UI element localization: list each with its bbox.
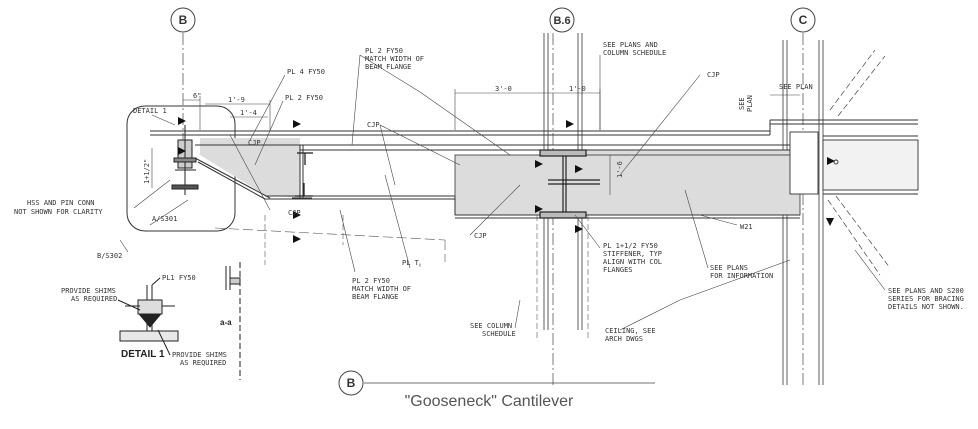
note-b-s302: B/S302 [97, 252, 122, 260]
figure-caption: "Gooseneck" Cantilever [404, 393, 574, 410]
main-girder-web [454, 154, 801, 216]
note-see-plans-info-2: FOR INFORMATION [710, 272, 773, 280]
note-bracing-1: SEE PLANS AND S200 [888, 287, 964, 295]
column-b6-stiffeners [539, 149, 600, 219]
gooseneck-sloped-flange [194, 144, 800, 219]
note-ceiling-1: CEILING, SEE [605, 327, 656, 335]
note-pl4: PL 4 FY50 [287, 68, 325, 76]
dim-1-1-2in: 1+1/2" [143, 159, 151, 184]
note-pl1: PL1 FY50 [162, 274, 196, 282]
grid-label-b6: B.6 [553, 15, 570, 27]
dimension-texts: 6" 1'-9 1'-4 3'-0 1'-0 1'-6 1+1/2" [143, 85, 624, 184]
detail-1-title: DETAIL 1 [121, 349, 165, 360]
note-pl2-match-2: MATCH WIDTH OF [365, 55, 424, 63]
note-see-plans-info-1: SEE PLANS [710, 264, 748, 272]
note-pl2-match-1: PL 2 FY50 [365, 47, 403, 55]
note-cjp-4: CJP [288, 209, 301, 217]
weld-symbols [178, 117, 835, 243]
note-cjp-2: CJP [367, 121, 380, 129]
note-shims-3: PROVIDE SHIMS [172, 351, 227, 359]
hss-pin-connection [171, 125, 199, 195]
note-see-col-sched-1: SEE COLUMN [470, 322, 512, 330]
note-see-plans-col-1: SEE PLANS AND [603, 41, 658, 49]
hidden-lines [264, 215, 589, 340]
note-cjp-5: CJP [474, 232, 487, 240]
dim-1ft-6: 1'-6 [616, 161, 624, 178]
dim-1ft-9: 1'-9 [228, 96, 245, 104]
note-pl-stiff-1: PL 1+1/2 FY50 [603, 242, 658, 250]
grid-bubble-b6: B.6 [549, 7, 575, 33]
grid-label-b-bottom: B [347, 376, 356, 390]
note-hss-pin-2: NOT SHOWN FOR CLARITY [14, 208, 103, 216]
note-bracing-3: DETAILS NOT SHOWN. [888, 303, 964, 311]
annotation-notes: DETAIL 1 HSS AND PIN CONN NOT SHOWN FOR … [14, 41, 964, 343]
section-a-a-label: a-a [220, 318, 232, 327]
dim-3ft-0: 3'-0 [495, 85, 512, 93]
note-pl-stiff-4: FLANGES [603, 266, 633, 274]
note-cjp-1: CJP [248, 139, 261, 147]
note-pl2-bot-1: PL 2 FY50 [352, 277, 390, 285]
note-see-col-sched-2: SCHEDULE [482, 330, 516, 338]
detail-1-drawing: PL1 FY50 PROVIDE SHIMS AS REQUIRED PROVI… [61, 274, 227, 367]
grid-bubble-b-bottom: B [338, 370, 655, 396]
note-pl-tp: PL Tᵨ [402, 259, 421, 267]
note-pl2-bot-3: BEAM FLANGE [352, 293, 398, 301]
column-c-connection [789, 131, 919, 195]
note-pl2-top: PL 2 FY50 [285, 94, 323, 102]
note-cjp-3: CJP [707, 71, 720, 79]
note-shims-2: AS REQUIRED [71, 295, 117, 303]
dim-6in: 6" [193, 92, 201, 100]
note-hss-pin-1: HSS AND PIN CONN [27, 199, 94, 207]
dim-1ft-0: 1'-0 [569, 85, 586, 93]
note-plan-small: PLAN [746, 95, 754, 112]
note-pl-stiff-2: STIFFENER, TYP [603, 250, 662, 258]
note-see-small: SEE [738, 97, 746, 110]
note-w21: W21 [740, 223, 753, 231]
note-a-s301: A/S301 [152, 215, 177, 223]
note-pl-stiff-3: ALIGN WITH COL [603, 258, 662, 266]
dim-1ft-4: 1'-4 [240, 109, 257, 117]
grid-bubble-c: C [790, 7, 816, 33]
note-see-plan-c: SEE PLAN [779, 83, 813, 91]
note-detail1-ref: DETAIL 1 [133, 107, 167, 115]
ceiling-line [214, 227, 446, 262]
leader-lines [119, 54, 886, 331]
note-shims-1: PROVIDE SHIMS [61, 287, 116, 295]
note-pl2-match-3: BEAM FLANGE [365, 63, 411, 71]
note-see-plans-col-2: COLUMN SCHEDULE [603, 49, 666, 57]
grid-label-c: C [799, 13, 808, 27]
bracing-members [827, 49, 891, 276]
note-shims-4: AS REQUIRED [180, 359, 226, 367]
beam-end-stiffener [292, 144, 312, 199]
grid-bubble-b-top: B [170, 7, 196, 33]
beam-section-symbols [295, 152, 313, 197]
note-pl2-bot-2: MATCH WIDTH OF [352, 285, 411, 293]
note-bracing-2: SERIES FOR BRACING [888, 295, 964, 303]
section-a-a: a-a [220, 262, 241, 380]
note-ceiling-2: ARCH DWGS [605, 335, 643, 343]
grid-label-b: B [179, 13, 188, 27]
